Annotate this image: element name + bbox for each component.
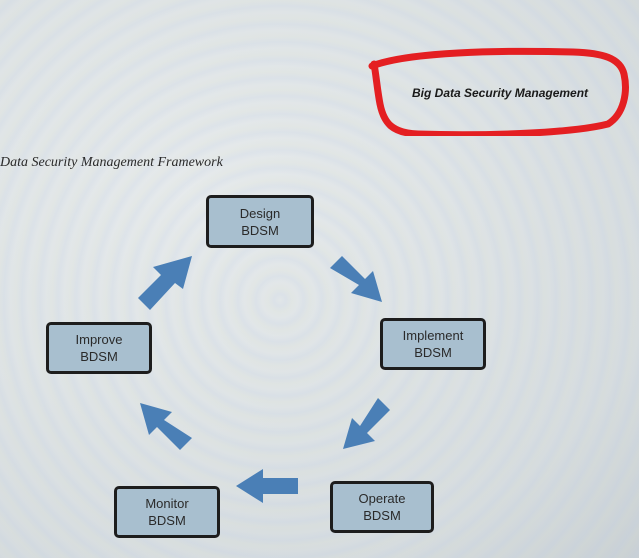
node-design-label: Design — [239, 205, 281, 221]
arrow-monitor-to-improve — [140, 403, 192, 450]
arrow-operate-to-monitor — [236, 469, 298, 503]
node-design-sublabel: BDSM — [241, 222, 279, 238]
node-operate-sublabel: BDSM — [363, 508, 401, 523]
node-implement: Implement BDSM — [380, 318, 486, 370]
node-operate-label: Operate — [358, 491, 406, 506]
red-marker-circle — [368, 47, 629, 136]
node-monitor-sublabel: BDSM — [148, 513, 186, 528]
node-implement-label: Implement — [402, 328, 464, 343]
arrow-implement-to-operate — [343, 398, 390, 449]
node-monitor-label: Monitor — [145, 496, 189, 511]
arrow-design-to-implement — [330, 256, 382, 302]
node-improve-label: Improve — [75, 332, 123, 347]
framework-title: Data Security Management Framework — [0, 155, 223, 170]
node-implement-sublabel: BDSM — [414, 345, 452, 360]
header-title: Big Data Security Management — [412, 86, 589, 100]
arrow-improve-to-design — [138, 256, 192, 310]
node-operate: Operate BDSM — [330, 481, 434, 533]
highlighted-header: Big Data Security Management — [368, 44, 630, 136]
node-design: Design BDSM — [206, 195, 314, 248]
node-monitor: Monitor BDSM — [114, 486, 220, 538]
node-improve-sublabel: BDSM — [80, 349, 118, 364]
node-improve: Improve BDSM — [46, 322, 152, 374]
